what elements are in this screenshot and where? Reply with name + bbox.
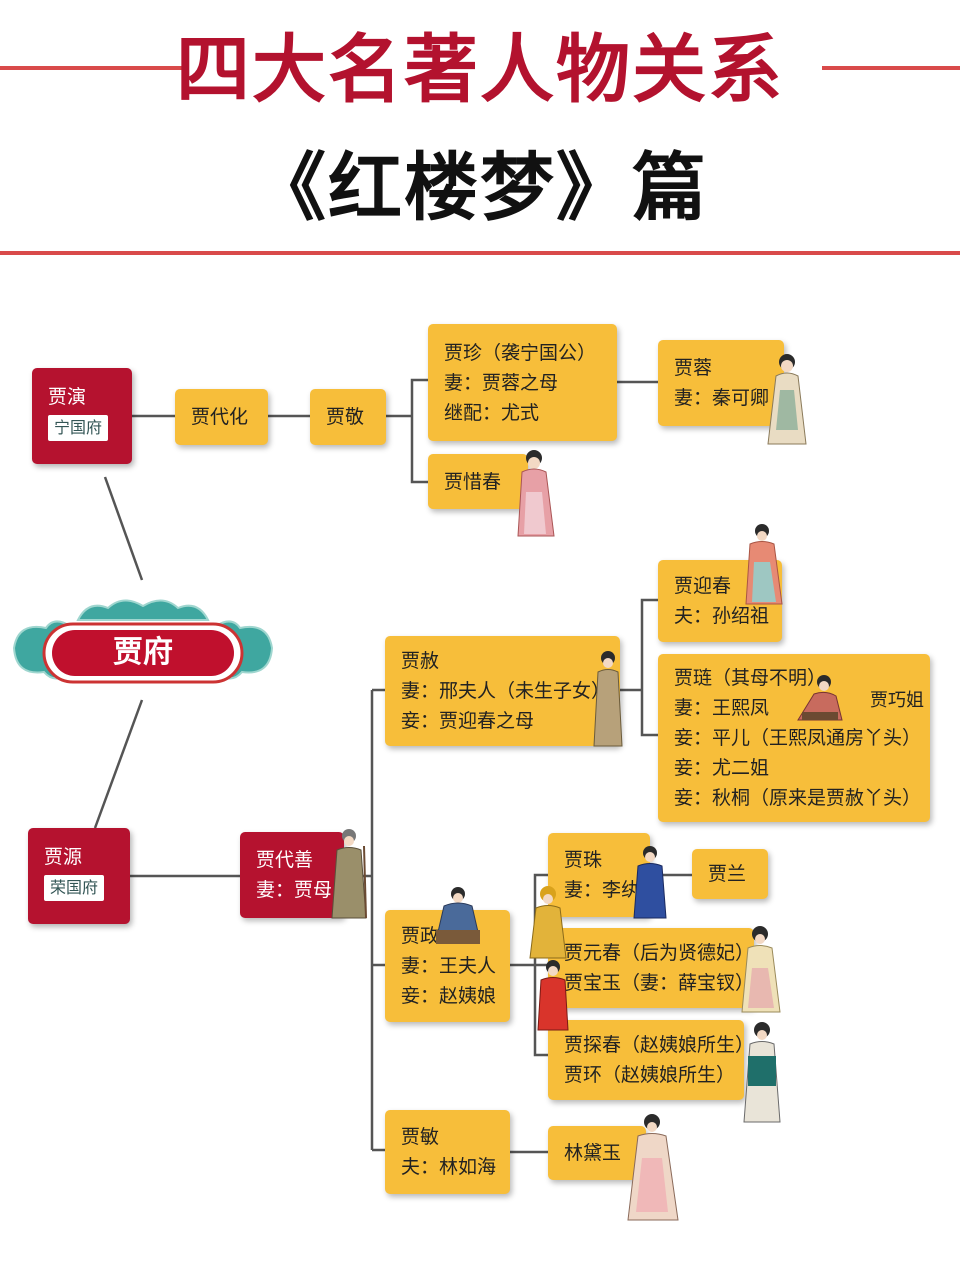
figure-qinkeqing-icon [767, 354, 807, 445]
node-jiarong[interactable]: 贾蓉 妻：秦可卿 [658, 340, 784, 426]
node-line: 妻：李纨 [564, 879, 641, 901]
node-line: 妻：秦可卿 [674, 387, 770, 409]
jiafu-emblem: 贾府 [8, 592, 278, 692]
node-line: 贾琏（其母不明） [674, 667, 827, 689]
root-name: 贾演 [48, 386, 87, 408]
node-jiamin[interactable]: 贾敏 夫：林如海 [385, 1110, 510, 1194]
page-subtitle: 《红楼梦》篇 [252, 145, 708, 231]
node-text: 贾敬 [326, 406, 365, 428]
figure-daiyu-icon [627, 1114, 679, 1221]
mansion-tag: 荣国府 [44, 875, 105, 901]
node-jiadaishan[interactable]: 贾代善 妻：贾母 [240, 832, 344, 918]
node-line: 妾：尤二姐 [674, 757, 770, 779]
node-line: 妻：贾母 [256, 879, 333, 901]
node-jiayuanchun-baoyu[interactable]: 贾元春（后为贤德妃） 贾宝玉（妻：薛宝钗） [548, 928, 754, 1008]
node-line: 妾：平儿（王熙凤通房丫头） [674, 727, 922, 749]
header-rule-left [0, 66, 182, 70]
figure-xichun-icon [517, 450, 555, 537]
node-line: 妻：王夫人 [401, 955, 497, 977]
figure-baochai-icon [741, 926, 781, 1013]
node-line: 夫：孙绍祖 [674, 605, 770, 627]
node-line: 妻：王熙凤 [674, 697, 770, 719]
node-line: 贾迎春 [674, 575, 732, 597]
node-line: 妾：贾迎春之母 [401, 710, 535, 732]
node-jiadaihua[interactable]: 贾代化 [175, 389, 268, 445]
root-jiayuan[interactable]: 贾源 荣国府 [28, 828, 130, 924]
node-line: 贾珠 [564, 849, 603, 871]
node-jialian[interactable]: 贾琏（其母不明） 妻：王熙凤 妾：平儿（王熙凤通房丫头） 妾：尤二姐 妾：秋桐（… [658, 654, 930, 822]
mansion-tag: 宁国府 [48, 415, 109, 441]
node-line: 贾宝玉（妻：薛宝钗） [564, 972, 755, 994]
figure-jiamu-icon [331, 829, 367, 919]
node-text: 贾惜春 [444, 470, 502, 493]
node-jiatanchun-huan[interactable]: 贾探春（赵姨娘所生） 贾环（赵姨娘所生） [548, 1020, 755, 1100]
node-text: 贾代化 [191, 406, 249, 428]
node-line: 贾代善 [256, 849, 314, 871]
node-text: 贾兰 [708, 863, 747, 885]
node-line: 妻：贾蓉之母 [444, 371, 559, 394]
figure-xingfuren-icon [593, 651, 623, 747]
node-text: 林黛玉 [564, 1142, 622, 1164]
node-line: 夫：林如海 [401, 1156, 497, 1178]
figure-yingchun-icon [745, 524, 783, 605]
node-line: 妻：邢夫人（未生子女） [401, 680, 611, 702]
node-jiazhen[interactable]: 贾珍（袭宁国公） 妻：贾蓉之母 继配：尤式 [428, 324, 617, 441]
cloud-ornament-icon [12, 599, 274, 684]
node-line: 贾政 [401, 925, 440, 947]
node-line: 贾探春（赵姨娘所生） [564, 1034, 755, 1056]
figure-wangxifeng-icon [797, 675, 843, 721]
figure-baoyu-icon [537, 960, 569, 1031]
header-rule-right [822, 66, 960, 70]
node-line: 贾敏 [401, 1126, 440, 1148]
root-name: 贾源 [44, 846, 83, 868]
node-line: 贾环（赵姨娘所生） [564, 1064, 736, 1086]
figure-yuanchun-icon [529, 886, 567, 959]
center-label: 贾府 [113, 635, 173, 670]
node-line: 贾珍（袭宁国公） [444, 341, 597, 364]
node-jiazhu[interactable]: 贾珠 妻：李纨 [548, 833, 650, 917]
node-line: 贾蓉 [674, 357, 713, 379]
node-jiajing[interactable]: 贾敬 [310, 389, 386, 445]
node-jiashe[interactable]: 贾赦 妻：邢夫人（未生子女） 妾：贾迎春之母 [385, 636, 620, 746]
page-title: 四大名著人物关系 [176, 27, 784, 113]
root-jiayan[interactable]: 贾演 宁国府 [32, 368, 132, 464]
node-lindaiyu[interactable]: 林黛玉 [548, 1126, 646, 1180]
node-line: 贾赦 [401, 650, 440, 672]
node-jiaxichun[interactable]: 贾惜春 [428, 454, 528, 509]
header-rule-bottom [0, 251, 960, 255]
figure-jiazheng-icon [436, 887, 480, 944]
node-line: 妾：秋桐（原来是贾赦丫头） [674, 787, 922, 809]
figure-lizhu-icon [633, 846, 667, 919]
node-jialan[interactable]: 贾兰 [692, 849, 768, 899]
node-line: 继配：尤式 [444, 401, 540, 424]
node-line: 贾元春（后为贤德妃） [564, 942, 755, 964]
node-line: 妾：赵姨娘 [401, 985, 497, 1007]
label-jiaqiaojie: 贾巧姐 [870, 690, 924, 711]
figure-tanchun-icon [743, 1022, 781, 1123]
